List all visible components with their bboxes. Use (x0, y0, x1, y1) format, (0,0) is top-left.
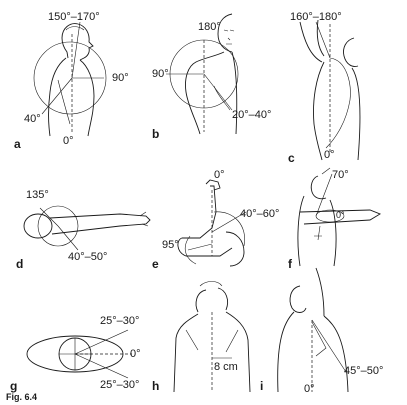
panel-i-rotation-line (311, 319, 347, 373)
panel-a-arc (33, 41, 107, 115)
panel-b-head (217, 13, 233, 53)
panel-c-raised-arm-back (316, 19, 325, 57)
panel-b-angle-horizontal: 90° (152, 68, 169, 80)
panel-i-letter: i (260, 379, 264, 393)
panel-c-angle-neutral: 0° (324, 149, 335, 161)
panel-b-angle-adduction: 20°–40° (232, 109, 272, 121)
panel-c-illustration (299, 19, 361, 161)
panel-i-angle-neutral: 0° (304, 383, 315, 395)
panel-e-angle-internal: 95° (162, 239, 179, 251)
panel-d-head (23, 213, 53, 239)
panel-h-left-shoulder (173, 313, 199, 393)
panel-g-retraction-line (74, 353, 129, 379)
panel-e-shoulder (225, 231, 245, 267)
panel-c-raised-arm-front (299, 21, 323, 63)
panel-h-distance-label: 8 cm (214, 361, 238, 373)
panel-c-elevation-line (315, 21, 331, 59)
panel-a-arm-outline (57, 79, 71, 125)
panel-i-right-outline (323, 315, 349, 393)
panel-e-arc-lower (184, 235, 197, 265)
panel-h-letter: h (152, 379, 160, 393)
panel-e-forearm (177, 185, 233, 257)
panel-i-angle-rotation: 45°–50° (344, 365, 384, 377)
panel-i-illustration (277, 267, 349, 393)
panel-b-chest-outline (231, 51, 238, 135)
panel-a-letter: a (14, 137, 21, 151)
panel-c-letter: c (288, 151, 295, 165)
panel-d-abduction-line (57, 225, 79, 251)
panel-a-extension-line (41, 77, 73, 115)
panel-c-back-outline (313, 61, 325, 161)
panel-e-internal-line (187, 243, 213, 251)
panel-d-illustration (23, 205, 151, 251)
panel-g-protraction-line (74, 329, 129, 355)
panel-a-back-outline (48, 57, 67, 137)
panel-d-arc (37, 205, 79, 247)
panel-d-adduction-line (39, 207, 59, 227)
panel-h-scapulae (185, 329, 239, 353)
panel-f-marker (314, 225, 322, 241)
panel-c-angle-elevation: 160°–180° (290, 11, 342, 23)
panel-f-front-outline (329, 199, 337, 267)
panel-a-angle-neutral: 0° (63, 135, 74, 147)
panel-h-head-right (217, 287, 229, 311)
panel-i-head (289, 285, 307, 313)
panel-h-hair (199, 281, 223, 287)
panel-b-adduction-line (203, 73, 233, 111)
panel-c-arc (325, 57, 351, 149)
panel-g-letter: g (10, 379, 18, 393)
panel-b-illustration (166, 13, 239, 135)
panel-d-arm (49, 213, 151, 235)
panel-a-illustration (33, 21, 107, 137)
panel-a-angle-extension: 40° (24, 113, 41, 125)
panel-c-head (343, 37, 359, 67)
panel-f-arm (299, 209, 382, 225)
panel-d-angle-horizontal-adduction: 135° (26, 189, 49, 201)
panel-f-head (310, 175, 327, 200)
panel-h-illustration (173, 281, 251, 393)
panel-e-angle-neutral: 0° (214, 169, 225, 181)
figure-caption-fragment: Fig. 6.4 (6, 392, 38, 402)
panel-f-angle-neutral: 0° (336, 210, 345, 220)
panel-a-angle-flexion: 150°–170° (48, 11, 100, 23)
panel-a-hair (65, 26, 85, 31)
panel-a-front-outline (79, 59, 95, 137)
panel-e-illustration (177, 179, 247, 267)
panel-h-head-left (195, 289, 207, 313)
panel-h-right-shoulder (225, 311, 251, 393)
panel-a-flexion-line (71, 21, 81, 79)
panel-f-raised-hand (321, 167, 331, 175)
panel-i-raised-arm (315, 267, 325, 317)
panel-a-head-back (61, 23, 79, 59)
panel-f-letter: f (288, 257, 292, 271)
panel-c-front-outline (351, 67, 361, 161)
panel-a-face (77, 23, 94, 61)
panel-g-angle-protraction: 25°–30° (100, 315, 140, 327)
panel-b-letter: b (152, 127, 160, 141)
panel-f-back-outline (297, 195, 305, 267)
panel-f-angle-line (315, 173, 333, 217)
panel-g-illustration (26, 329, 132, 379)
panel-e-rotation-line (211, 211, 247, 233)
panel-e-fist (205, 179, 221, 191)
panel-e-arc (213, 211, 245, 247)
panel-d-hand (139, 211, 149, 227)
panel-e-angle-external: 40°–60° (240, 208, 280, 220)
panel-f-illustration (297, 167, 382, 267)
panel-g-angle-neutral: 0° (130, 348, 141, 360)
panel-b-shoulder-outline (185, 51, 225, 135)
panel-d-letter: d (16, 257, 24, 271)
panel-f-angle-raised: 70° (332, 169, 349, 181)
panel-i-left-outline (277, 311, 295, 393)
panel-e-letter: e (152, 257, 159, 271)
panel-g-angle-retraction: 25°–30° (100, 379, 140, 391)
panel-b-angle-elevation: 180° (198, 21, 221, 33)
panel-d-angle-horizontal-abduction: 40°–50° (68, 251, 108, 263)
panel-i-scapula (311, 321, 327, 357)
panel-b-face (223, 29, 235, 45)
panel-a-angle-horizontal: 90° (112, 72, 129, 84)
